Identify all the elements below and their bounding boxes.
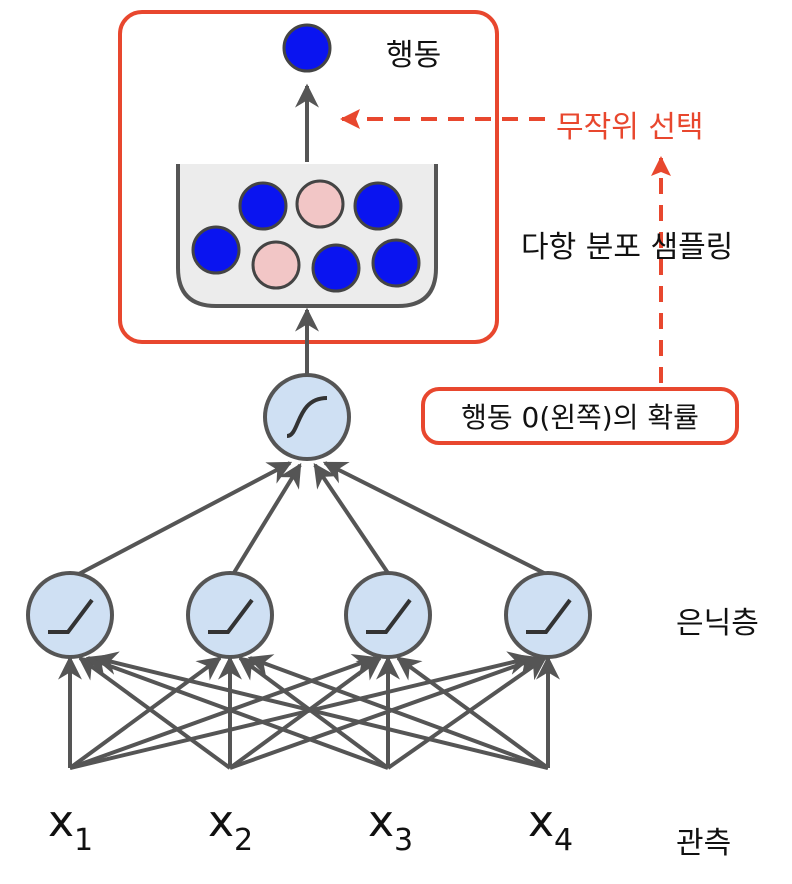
multinomial-sampling-label: 다항 분포 샘플링: [521, 230, 734, 265]
output-neuron: [263, 373, 351, 461]
ball-blue: [191, 225, 241, 275]
ball-group: [191, 179, 421, 293]
hidden-neuron-2: [186, 571, 274, 659]
ball-blue: [371, 238, 421, 288]
ball-pink: [295, 179, 345, 229]
observation-label: 관측: [676, 826, 732, 861]
hidden-layer-neurons: [26, 571, 592, 659]
ball-blue: [353, 181, 403, 231]
hidden-neuron-4: [504, 571, 592, 659]
action-probability-label: 행동 0(왼쪽)의 확률: [461, 401, 699, 434]
input-label-x4: x4: [528, 796, 574, 858]
action-label: 행동: [386, 38, 442, 73]
input-label-x2: x2: [208, 796, 254, 858]
ball-pink: [251, 240, 301, 290]
input-label-x3: x3: [368, 796, 414, 858]
ball-blue: [238, 181, 288, 231]
input-label-x1: x1: [48, 796, 94, 858]
action-ball: [282, 23, 332, 73]
input-hidden-connections: [58, 651, 560, 770]
action-probability-box: 행동 0(왼쪽)의 확률: [421, 387, 739, 445]
ball-blue: [311, 243, 361, 293]
hidden-layer-label: 은닉층: [676, 606, 759, 641]
random-choice-label: 무작위 선택: [556, 110, 704, 145]
hidden-neuron-3: [344, 571, 432, 659]
hidden-output-connections: [74, 461, 551, 578]
hidden-neuron-1: [26, 571, 114, 659]
